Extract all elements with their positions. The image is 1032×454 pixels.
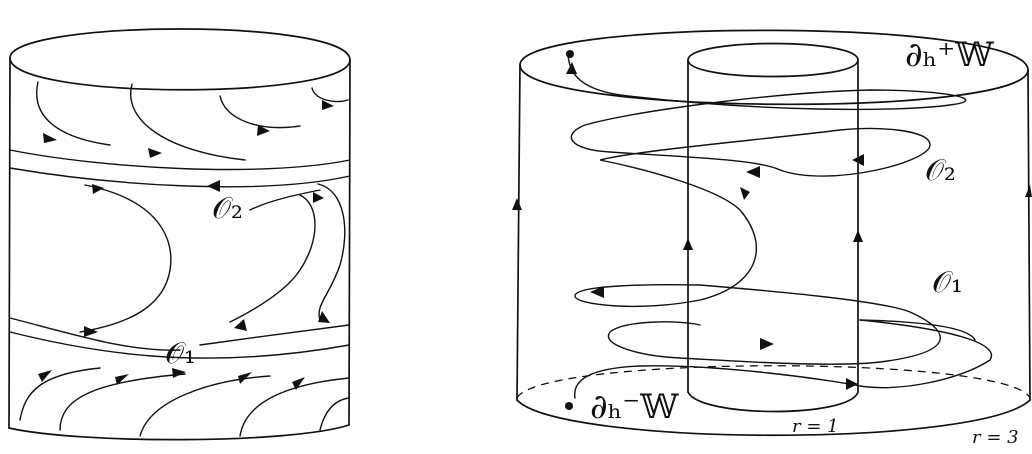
left-flow-arrow bbox=[172, 368, 186, 378]
left-cylinder-bottom-arc bbox=[8, 424, 350, 441]
left-flow-arrow bbox=[207, 180, 220, 192]
left-cylinder-left-side bbox=[8, 57, 11, 429]
right-outer-right-side bbox=[1027, 69, 1031, 401]
right-outer-left-side bbox=[516, 64, 521, 401]
right-flow-arrow bbox=[1025, 185, 1032, 197]
left-bottom-flow-line bbox=[59, 373, 186, 431]
right-outer-radius-label: r = 3 bbox=[972, 427, 1019, 448]
left-flow-arrow bbox=[238, 372, 252, 384]
right-flow-arrow bbox=[746, 166, 760, 178]
left-orbit-2-curve bbox=[9, 149, 351, 171]
right-inner-top-ellipse bbox=[687, 42, 859, 78]
left-orbit-1-curve bbox=[9, 331, 350, 359]
right-inner-radius-label: r = 1 bbox=[792, 416, 839, 437]
right-outer-bottom-arc bbox=[516, 399, 1031, 437]
left-bottom-flow-line bbox=[319, 397, 350, 431]
left-flow-arrow bbox=[43, 133, 57, 143]
left-middle-flow-line bbox=[249, 189, 321, 211]
left-top-flow-line bbox=[36, 81, 111, 146]
left-cylinder-top-ellipse bbox=[9, 28, 351, 91]
right-flow-arrow bbox=[590, 286, 604, 298]
left-bottom-flow-line bbox=[239, 377, 350, 437]
right-flow-arrow bbox=[566, 62, 577, 74]
right-bottom-boundary-label: ∂ₕ⁻𝕎 bbox=[590, 387, 679, 427]
right-spiral-trajectory bbox=[574, 319, 993, 399]
left-middle-flow-line bbox=[229, 194, 316, 323]
right-spiral-trajectory bbox=[567, 55, 967, 365]
right-trajectory-start-dot bbox=[565, 402, 573, 410]
left-orbit-2-curve bbox=[9, 167, 351, 188]
left-flow-arrow bbox=[38, 370, 52, 382]
right-flow-arrow bbox=[846, 378, 858, 390]
left-bottom-flow-line bbox=[139, 375, 271, 437]
right-inner-bottom-arc bbox=[687, 391, 859, 413]
right-flow-arrow bbox=[512, 198, 522, 210]
left-flow-arrow bbox=[84, 326, 98, 337]
left-flow-arrow bbox=[318, 311, 330, 323]
left-cylinder-right-side bbox=[348, 59, 351, 426]
left-orbit-1-label: 𝒪₁ bbox=[165, 336, 196, 371]
right-top-boundary-label: ∂ₕ⁺𝕎 bbox=[905, 35, 994, 75]
left-middle-flow-line bbox=[317, 183, 346, 321]
left-flow-arrow bbox=[148, 148, 162, 158]
right-flow-arrow bbox=[683, 238, 693, 250]
left-middle-flow-line bbox=[79, 184, 172, 333]
left-top-flow-line bbox=[311, 87, 349, 103]
right-flow-arrow bbox=[740, 187, 750, 200]
right-trajectory-end-dot bbox=[566, 50, 574, 58]
left-orbit-1-curve bbox=[9, 317, 181, 351]
right-cylinder: ∂ₕ⁺𝕎 𝒪₂ 𝒪₁ ∂ₕ⁻𝕎 r = 1 r = 3 bbox=[512, 29, 1032, 448]
right-orbit-1-label: 𝒪₁ bbox=[932, 265, 963, 300]
left-cylinder: 𝒪₂ 𝒪₁ bbox=[8, 28, 351, 441]
left-top-flow-line bbox=[219, 95, 301, 129]
left-flow-arrow bbox=[257, 125, 270, 136]
left-flow-arrow bbox=[92, 184, 104, 194]
left-flow-arrow bbox=[313, 192, 324, 203]
left-orbit-2-label: 𝒪₂ bbox=[212, 191, 243, 226]
left-flow-arrow bbox=[234, 319, 247, 331]
right-spiral-trajectory bbox=[859, 319, 976, 341]
right-flow-arrow bbox=[852, 154, 864, 166]
left-flow-arrow bbox=[292, 377, 305, 390]
left-top-flow-line bbox=[130, 83, 246, 161]
left-orbit-1-curve bbox=[199, 324, 350, 346]
left-flow-arrow bbox=[322, 100, 334, 110]
left-bottom-flow-line bbox=[19, 367, 101, 421]
right-flow-arrow bbox=[853, 230, 863, 242]
left-flow-arrow bbox=[115, 374, 129, 385]
right-orbit-2-label: 𝒪₂ bbox=[925, 153, 956, 188]
right-flow-arrow bbox=[760, 338, 774, 350]
